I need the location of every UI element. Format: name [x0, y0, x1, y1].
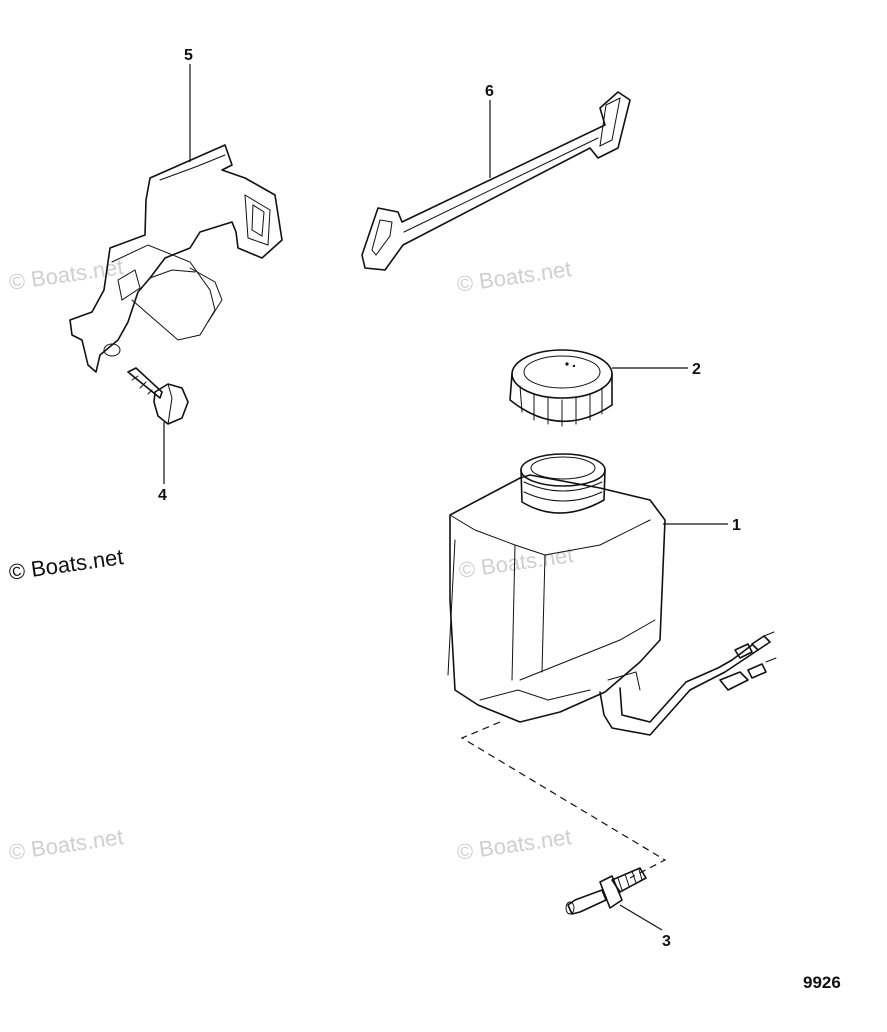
watermark: © Boats.net: [455, 256, 573, 297]
watermark-dark: © Boats.net: [7, 544, 125, 585]
callout-1: 1: [732, 517, 741, 534]
callout-3: 3: [662, 933, 671, 950]
watermark: © Boats.net: [7, 254, 125, 295]
watermark: © Boats.net: [7, 824, 125, 865]
assembly-dashed-line: [460, 721, 667, 879]
callout-2: 2: [692, 361, 701, 378]
callout-6: 6: [485, 83, 494, 100]
bracket-part: [69, 144, 283, 373]
bolt-part: [127, 367, 189, 425]
callout-5: 5: [184, 47, 193, 64]
strap-part: [361, 91, 631, 271]
watermark: © Boats.net: [457, 542, 575, 583]
fitting-part: [565, 867, 647, 915]
callout-4: 4: [158, 487, 167, 504]
tank-part: [447, 453, 777, 736]
watermark: © Boats.net: [455, 824, 573, 865]
figure-number: 9926: [803, 973, 841, 992]
cap-part: [509, 349, 613, 427]
leader-3: [619, 904, 663, 931]
